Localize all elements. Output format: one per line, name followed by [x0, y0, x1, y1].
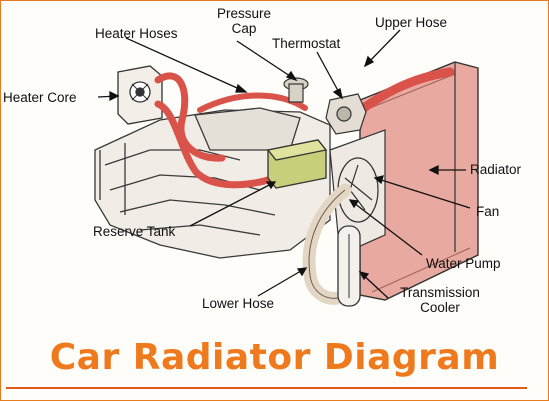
radiator-body — [359, 61, 479, 301]
pressure-cap — [283, 77, 309, 103]
title-underline — [6, 387, 527, 389]
label-upper-hose: Upper Hose — [375, 15, 448, 30]
label-fan: Fan — [476, 204, 500, 219]
page-title: Car Radiator Diagram — [49, 337, 500, 378]
label-heater-core: Heater Core — [3, 90, 77, 105]
label-heater-hoses: Heater Hoses — [95, 26, 178, 41]
label-thermostat: Thermostat — [272, 36, 341, 51]
label-reserve-tank: Reserve Tank — [93, 224, 176, 239]
heater-hoses — [154, 72, 308, 189]
leader-lines — [97, 29, 471, 299]
heater-core — [117, 65, 163, 125]
label-lower-hose: Lower Hose — [202, 296, 275, 311]
label-radiator: Radiator — [470, 162, 522, 177]
transmission-cooler — [337, 225, 361, 307]
thermostat — [325, 93, 367, 135]
reserve-tank — [266, 139, 328, 189]
label-transmission-cooler: Transmission Cooler — [400, 285, 480, 315]
label-pressure-cap: Pressure Cap — [216, 6, 272, 36]
label-water-pump: Water Pump — [426, 256, 501, 271]
